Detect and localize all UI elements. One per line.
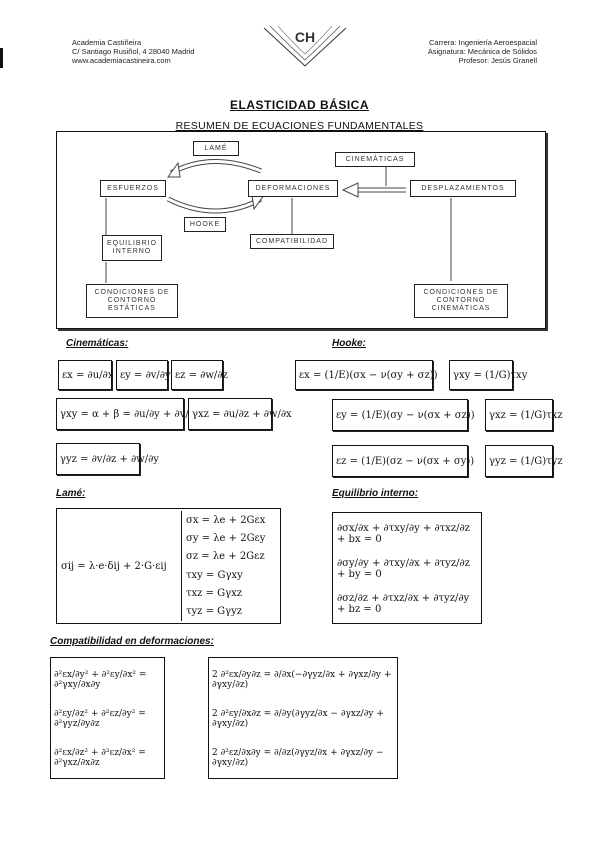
- section-equilibrio: Equilibrio interno:: [332, 488, 419, 499]
- header-right: Carrera: Ingeniería Aeroespacial Asignat…: [428, 38, 537, 65]
- eq-cin-ez: εz = ∂w/∂z: [171, 360, 228, 390]
- eq-hooke-ey: εy = (1/E)(σy − ν(σx + σz)): [332, 399, 475, 431]
- lame-row: σz = λe + 2Gεz: [186, 551, 265, 563]
- professor-line: Profesor: Jesús Granell: [458, 56, 537, 65]
- compat-right-block: 2 ∂²εx/∂y∂z = ∂/∂x(−∂γyz/∂x + ∂γxz/∂y + …: [208, 657, 398, 779]
- box-desplazamientos: DESPLAZAMIENTOS: [410, 180, 516, 197]
- equilibrio-block: ∂σx/∂x + ∂τxy/∂y + ∂τxz/∂z + bx = 0 ∂σy/…: [332, 512, 482, 624]
- box-contorno-cinematicas: CONDICIONES DE CONTORNO CINEMÁTICAS: [414, 284, 508, 318]
- eq-hooke-gxy: γxy = (1/G)τxy: [449, 360, 527, 390]
- equilibrio-row: ∂σy/∂y + ∂τxy/∂x + ∂τyz/∂z + by = 0: [337, 557, 470, 580]
- margin-mark: [0, 48, 3, 68]
- box-esfuerzos: ESFUERZOS: [100, 180, 166, 197]
- lame-rows: σx = λe + 2Gεx σy = λe + 2Gεy σz = λe + …: [181, 511, 265, 621]
- lame-row: σx = λe + 2Gεx: [186, 514, 266, 526]
- equilibrio-rows: ∂σx/∂x + ∂τxy/∂y + ∂τxz/∂z + bx = 0 ∂σy/…: [337, 517, 477, 621]
- box-contorno-estaticas: CONDICIONES DE CONTORNO ESTÁTICAS: [86, 284, 178, 318]
- section-hooke: Hooke:: [332, 338, 366, 349]
- box-lame: LAMÉ: [193, 141, 239, 156]
- compat-left-rows: ∂²εx/∂y² + ∂²εy/∂x² = ∂²γxy/∂x∂y ∂²εy/∂z…: [54, 661, 161, 777]
- compat-right-row: 2 ∂²εx/∂y∂z = ∂/∂x(−∂γyz/∂x + ∂γxz/∂y + …: [212, 670, 392, 691]
- eq-hooke-gxz: γxz = (1/G)τxz: [485, 399, 563, 431]
- compat-left-row: ∂²εx/∂z² + ∂²εz/∂x² = ∂²γxz/∂x∂z: [54, 747, 146, 768]
- lame-block: σij = λ·e·δij + 2·G·εij σx = λe + 2Gεx σ…: [56, 508, 281, 624]
- eq-hooke-ez: εz = (1/E)(σz − ν(σx + σy)): [332, 445, 474, 477]
- box-cinematicas: CINEMÁTICAS: [335, 152, 415, 167]
- box-compatibilidad: COMPATIBILIDAD: [250, 234, 334, 249]
- page-subtitle: RESUMEN DE ECUACIONES FUNDAMENTALES: [175, 120, 424, 132]
- academy-address: C/ Santiago Rusiñol, 4 28040 Madrid: [72, 47, 195, 56]
- eq-hooke-ex: εx = (1/E)(σx − ν(σy + σz)): [295, 360, 438, 390]
- academy-name: Academia Castiñeira: [72, 38, 142, 47]
- section-lame: Lamé:: [56, 488, 86, 499]
- lame-row: τyz = Gγyz: [186, 606, 243, 618]
- lame-row: τxy = Gγxy: [186, 569, 243, 581]
- eq-cin-ey: εy = ∂v/∂y: [116, 360, 171, 390]
- compat-right-row: 2 ∂²εy/∂x∂z = ∂/∂y(∂γyz/∂x − ∂γxz/∂y + ∂…: [212, 708, 384, 729]
- career-line: Carrera: Ingeniería Aeroespacial: [429, 38, 537, 47]
- academy-logo: CH: [260, 22, 350, 70]
- box-deformaciones: DEFORMACIONES: [248, 180, 338, 197]
- equilibrio-row: ∂σz/∂z + ∂τxz/∂x + ∂τyz/∂y + bz = 0: [337, 592, 470, 615]
- lame-row: τxz = Gγxz: [186, 587, 243, 599]
- eq-hooke-gyz: γyz = (1/G)τyz: [485, 445, 563, 477]
- section-cinematicas: Cinemáticas:: [66, 338, 129, 349]
- eq-cin-ex: εx = ∂u/∂x: [58, 360, 113, 390]
- academy-website: www.academiacastineira.com: [72, 56, 171, 65]
- header-left: Academia Castiñeira C/ Santiago Rusiñol,…: [72, 38, 195, 65]
- equilibrio-row: ∂σx/∂x + ∂τxy/∂y + ∂τxz/∂z + bx = 0: [337, 523, 470, 546]
- eq-cin-gxz: γxz = ∂u/∂z + ∂w/∂x: [188, 398, 292, 430]
- box-equilibrio: EQUILIBRIO INTERNO: [102, 235, 162, 261]
- subject-line: Asignatura: Mecánica de Sólidos: [427, 47, 537, 56]
- compat-right-rows: 2 ∂²εx/∂y∂z = ∂/∂x(−∂γyz/∂x + ∂γxz/∂y + …: [212, 661, 394, 777]
- section-compatibilidad: Compatibilidad en deformaciones:: [50, 636, 214, 647]
- box-hooke: HOOKE: [184, 217, 226, 232]
- eq-cin-gyz: γyz = ∂v/∂z + ∂w/∂y: [56, 443, 159, 475]
- compat-left-row: ∂²εy/∂z² + ∂²εz/∂y² = ∂²γyz/∂y∂z: [54, 708, 146, 729]
- page-title: ELASTICIDAD BÁSICA: [229, 98, 369, 112]
- compat-right-row: 2 ∂²εz/∂x∂y = ∂/∂z(∂γyz/∂x + ∂γxz/∂y − ∂…: [212, 747, 384, 768]
- svg-text:CH: CH: [295, 29, 315, 45]
- diagram-arrows: [105, 159, 452, 283]
- diagram-frame: [56, 131, 546, 329]
- lame-main-eq: σij = λ·e·δij + 2·G·εij: [61, 560, 167, 572]
- compat-left-row: ∂²εx/∂y² + ∂²εy/∂x² = ∂²γxy/∂x∂y: [54, 670, 147, 691]
- lame-row: σy = λe + 2Gεy: [186, 532, 266, 544]
- eq-cin-gxy: γxy = α + β = ∂u/∂y + ∂v/∂x: [56, 398, 200, 430]
- compat-left-block: ∂²εx/∂y² + ∂²εy/∂x² = ∂²γxy/∂x∂y ∂²εy/∂z…: [50, 657, 165, 779]
